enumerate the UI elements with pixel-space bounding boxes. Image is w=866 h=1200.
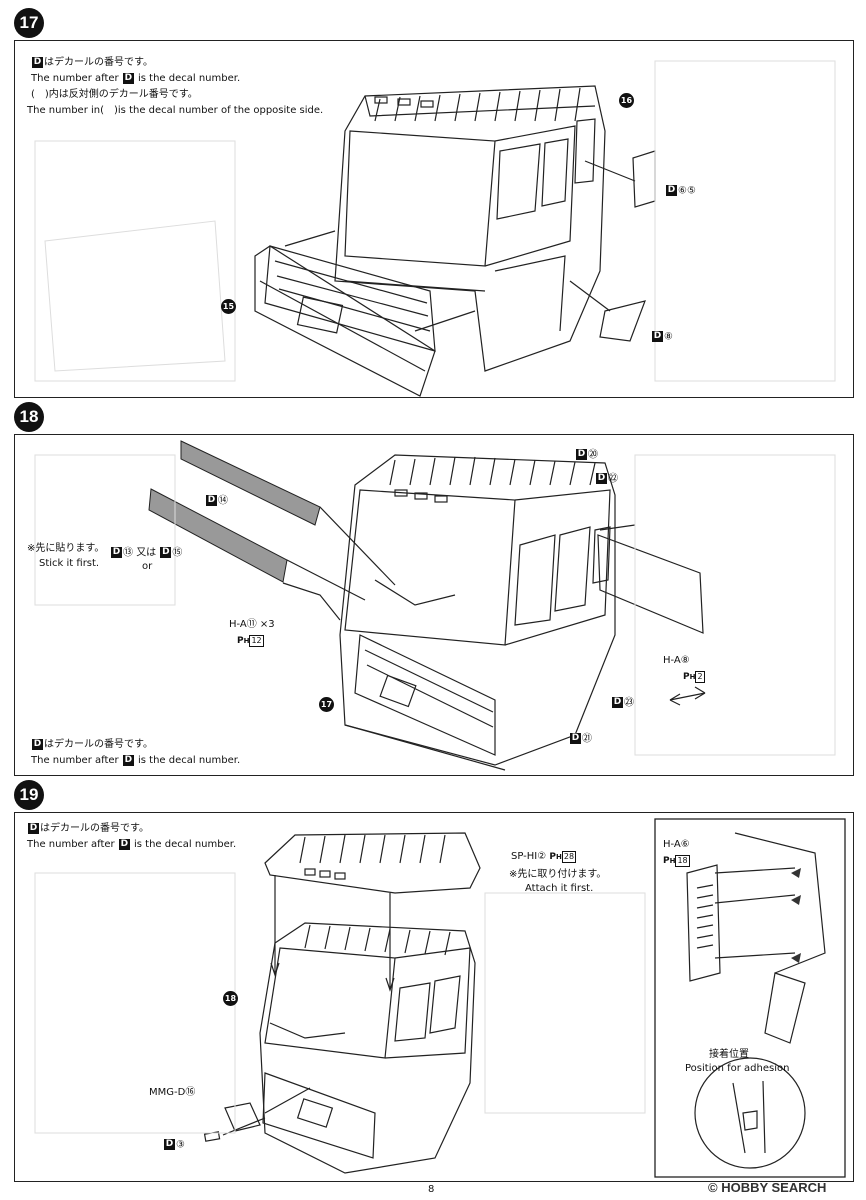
step-19-diagram — [34, 818, 846, 1178]
part-label-mmgd: MMG-D⑯ — [149, 1087, 196, 1098]
page-number: 8 — [428, 1184, 435, 1195]
or-label-en: or — [142, 561, 153, 572]
decal-d-icon: D — [32, 738, 43, 750]
attach-first-en: Attach it first. — [525, 883, 594, 894]
step-18-number: 18 — [14, 402, 44, 432]
decal-d-icon: D — [32, 56, 43, 68]
decal-d-icon: D — [118, 838, 130, 850]
part-label-ha11: H-A⑪ ×3 — [229, 619, 275, 630]
step-17-diagram — [34, 60, 836, 397]
step-17-legend-line4: The number in( )is the decal number of t… — [27, 105, 324, 116]
step-17-number: 17 — [14, 8, 44, 38]
step-19-number: 19 — [14, 780, 44, 810]
step-18-diagram — [34, 440, 836, 771]
decal-d-icon: D — [576, 449, 587, 460]
stick-first-note-jp: ※先に貼ります。 — [27, 543, 105, 554]
decal-d-icon: D — [666, 185, 677, 196]
part-label-ha6: H-A⑥ — [663, 839, 690, 850]
step-17-legend-line2: The number after D is the decal number. — [31, 72, 241, 84]
decal-d-icon: D — [164, 1139, 175, 1150]
part-label-ha8: H-A⑧ — [663, 655, 690, 666]
stick-first-note-en: Stick it first. — [39, 558, 100, 569]
attach-first-jp: ※先に取り付けます。 — [509, 869, 607, 880]
step-17-legend-line3: ( )内は反対側のデカール番号です。 — [31, 89, 198, 100]
decal-d-icon: D — [122, 754, 134, 766]
decal-d-icon: D — [596, 473, 607, 484]
adhesion-label-en: Position for adhesion — [685, 1063, 790, 1074]
part-callout-15: 15 — [221, 299, 236, 314]
decal-d-icon: D — [111, 547, 122, 558]
part-callout-16: 16 — [619, 93, 634, 108]
adhesion-label-jp: 接着位置 — [709, 1049, 749, 1060]
decal-d-icon: D — [612, 697, 623, 708]
part-callout-17: 17 — [319, 697, 334, 712]
step-18-legend-line2: The number after D is the decal number. — [31, 754, 241, 766]
decal-d-icon: D — [652, 331, 663, 342]
decal-d-icon: D — [570, 733, 581, 744]
decal-d-icon: D — [122, 72, 134, 84]
part-callout-18: 18 — [223, 991, 238, 1006]
decal-d-icon: D — [160, 547, 172, 558]
decal-d-icon: D — [28, 822, 39, 834]
step-19-legend-line2: The number after D is the decal number. — [27, 838, 237, 850]
decal-d-icon: D — [206, 495, 217, 506]
watermark: © HOBBY SEARCH — [708, 1180, 827, 1195]
